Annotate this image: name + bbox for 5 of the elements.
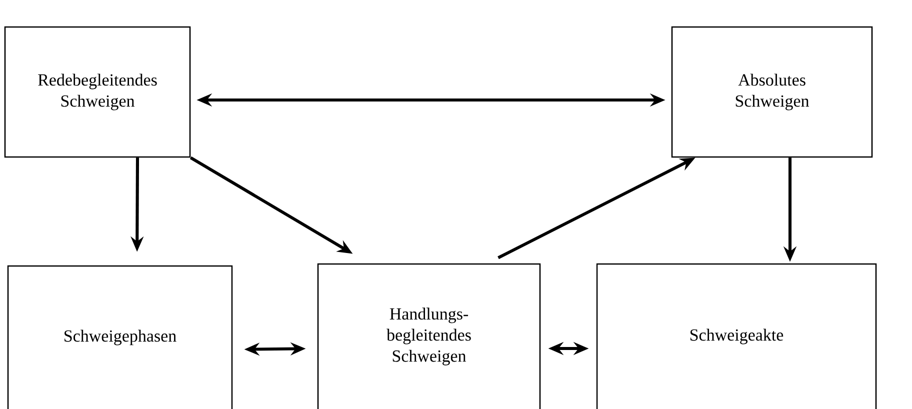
box: Absolutes Schweigen [671, 26, 873, 158]
box: Redebegleitendes Schweigen [4, 26, 191, 158]
box: Handlungs- begleitendes Schweigen [317, 263, 541, 409]
box: Schweigeakte [596, 263, 877, 409]
box: Schweigephasen [7, 265, 233, 409]
